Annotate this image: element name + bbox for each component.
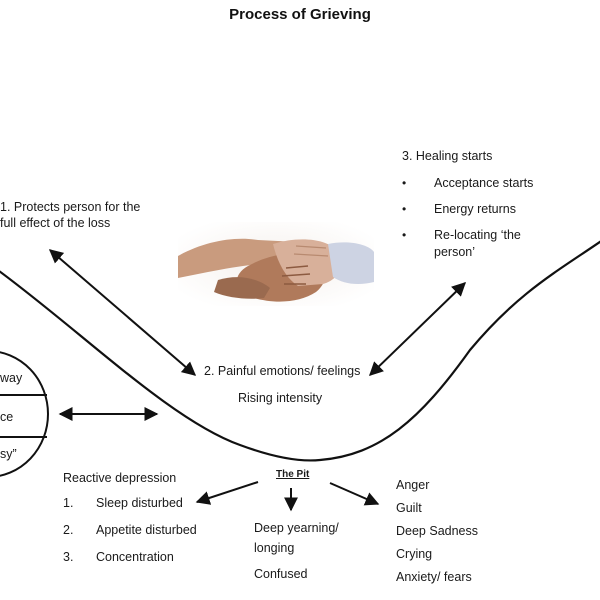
list-item: Anxiety/ fears	[396, 570, 472, 584]
left-cutoff-circle	[0, 351, 49, 477]
arrow-stage2-to-stage3	[368, 282, 467, 376]
stage1-line: 1. Protects person for the	[0, 200, 141, 214]
center-feelings: Deep yearning/ longing Confused	[254, 520, 339, 582]
list-item: 2. Appetite disturbed	[63, 517, 197, 544]
list-item: 3. Concentration	[63, 544, 197, 571]
list-number: 3.	[63, 550, 74, 564]
stage2-text: 2. Painful emotions/ feelings Rising int…	[204, 363, 360, 406]
list-label: Appetite disturbed	[96, 523, 197, 537]
grief-curve	[0, 240, 600, 462]
arrow-pit-to-reactive	[195, 481, 259, 505]
arrow-pit-to-right	[329, 482, 380, 506]
center-feeling-line: Deep yearning/	[254, 521, 339, 535]
left-panel-row: sy”	[0, 447, 17, 461]
list-item: Energy returns	[402, 196, 533, 222]
list-number: 1.	[63, 496, 74, 510]
stage2-line: Rising intensity	[238, 391, 323, 405]
left-panel-row: way	[0, 371, 23, 385]
list-item: Crying	[396, 547, 433, 561]
list-item: Deep Sadness	[396, 524, 479, 538]
center-feeling-line: Confused	[254, 567, 308, 581]
holding-hands-photo	[178, 222, 374, 306]
stage3-list: Acceptance starts Energy returns Re-loca…	[402, 170, 533, 248]
stage1-line: full effect of the loss	[0, 216, 111, 230]
list-item: 1. Sleep disturbed	[63, 490, 197, 517]
list-item: Re-locating ‘the	[402, 222, 533, 248]
pit-label: The Pit	[276, 469, 310, 480]
list-item: Acceptance starts	[402, 170, 533, 196]
list-number: 2.	[63, 523, 74, 537]
list-label: Sleep disturbed	[96, 496, 183, 510]
stage1-text: 1. Protects person for the full effect o…	[0, 199, 140, 231]
stage3-block: 3. Healing starts Acceptance starts Ener…	[402, 148, 533, 260]
stage3-heading: 3. Healing starts	[402, 149, 493, 163]
list-item: Anger	[396, 478, 430, 492]
stage2-line: 2. Painful emotions/ feelings	[204, 364, 361, 378]
reactive-depression-block: Reactive depression 1. Sleep disturbed 2.…	[63, 470, 197, 571]
center-feeling-line: longing	[254, 541, 295, 555]
reactive-list: 1. Sleep disturbed 2. Appetite disturbed 3…	[63, 490, 197, 571]
right-feelings: Anger Guilt Deep Sadness Crying Anxiety/…	[396, 474, 478, 589]
list-label: Concentration	[96, 550, 174, 564]
left-panel-row: ce	[0, 410, 14, 424]
list-item: Guilt	[396, 501, 422, 515]
reactive-heading: Reactive depression	[63, 471, 177, 485]
arrow-stage1-to-stage2	[48, 249, 197, 376]
stage3-continuation: person’	[434, 245, 475, 259]
diagram-title: Process of Grieving	[229, 6, 371, 23]
